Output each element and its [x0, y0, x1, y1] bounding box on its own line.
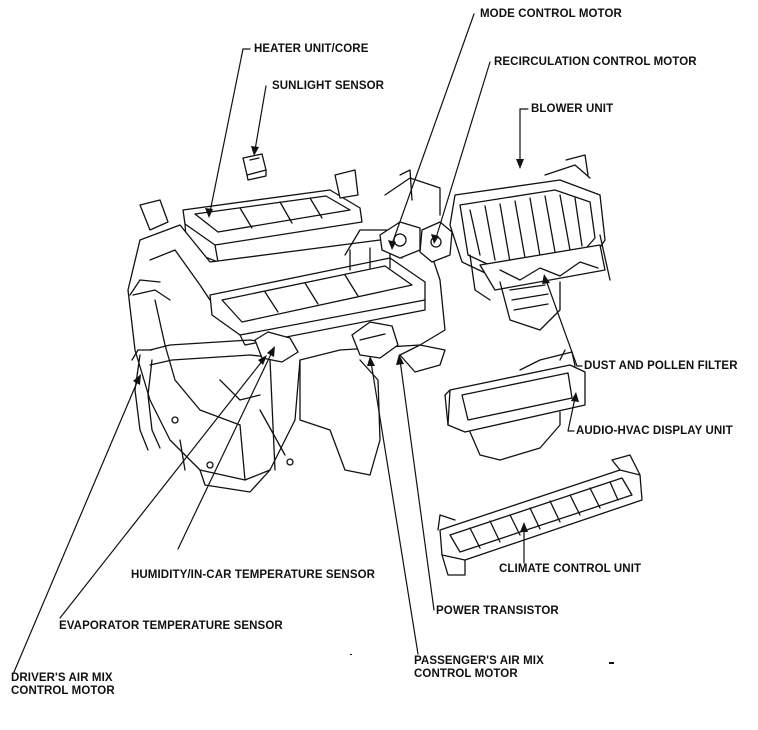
side-hoses-part	[129, 279, 299, 451]
label-humidity-in-car-temperature-sensor: HUMIDITY/IN-CAR TEMPERATURE SENSOR	[131, 569, 376, 581]
label-recirculation-control-motor: RECIRCULATION CONTROL MOTOR	[494, 56, 697, 68]
label-passengers-air-mix-line2: CONTROL MOTOR	[414, 668, 518, 680]
label-drivers-air-mix-line2: CONTROL MOTOR	[11, 685, 115, 697]
label-drivers-air-mix-control-motor: DRIVER'S AIR MIX CONTROL MOTOR	[11, 672, 115, 698]
label-heater-unit-core: HEATER UNIT/CORE	[254, 43, 369, 55]
label-blower-unit: BLOWER UNIT	[531, 103, 614, 115]
label-mode-control-motor: MODE CONTROL MOTOR	[480, 8, 622, 20]
label-passengers-air-mix-line1: PASSENGER'S AIR MIX	[414, 655, 544, 667]
label-dust-and-pollen-filter: DUST AND POLLEN FILTER	[584, 360, 738, 372]
label-audio-hvac-display-unit: AUDIO-HVAC DISPLAY UNIT	[576, 425, 733, 437]
label-climate-control-unit: CLIMATE CONTROL UNIT	[499, 563, 642, 575]
audio-hvac-display-part	[444, 349, 586, 461]
label-passengers-air-mix-control-motor: PASSENGER'S AIR MIX CONTROL MOTOR	[414, 655, 544, 681]
print-specks	[350, 654, 614, 664]
blower-unit-part	[449, 154, 611, 331]
sunlight-sensor-part	[242, 153, 267, 181]
climate-control-unit-part	[437, 454, 643, 576]
control-motors-part	[379, 169, 453, 263]
leader-lines	[13, 13, 583, 673]
label-drivers-air-mix-line1: DRIVER'S AIR MIX	[11, 672, 113, 684]
label-power-transistor: POWER TRANSISTOR	[436, 605, 559, 617]
label-sunlight-sensor: SUNLIGHT SENSOR	[272, 80, 385, 92]
label-evaporator-temperature-sensor: EVAPORATOR TEMPERATURE SENSOR	[59, 620, 283, 632]
